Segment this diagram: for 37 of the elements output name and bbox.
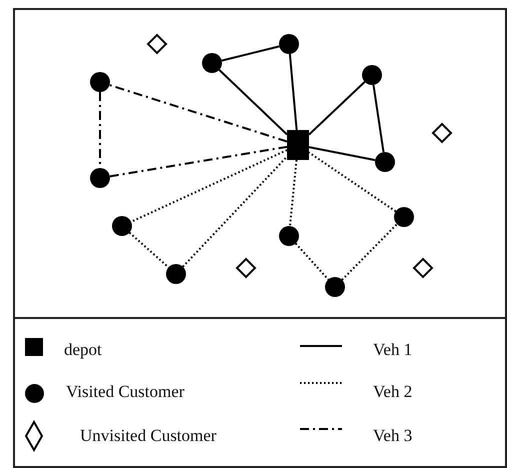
unvisited-customer-diamond [413, 258, 433, 278]
visited-customer-dot [90, 72, 110, 92]
unvisited-customer-diamond [432, 123, 452, 143]
legend-label: Visited Customer [66, 383, 184, 400]
route-line [294, 242, 330, 280]
visited-customer-dot [112, 216, 132, 236]
route-line [109, 84, 288, 142]
visited-customer-dot [279, 226, 299, 246]
visited-customer-dot [90, 168, 110, 188]
route-line [288, 54, 298, 130]
route-line [130, 149, 288, 223]
route-line [308, 81, 366, 136]
route-line [341, 223, 398, 281]
route-line [110, 146, 288, 178]
route-line [308, 146, 376, 162]
visited-customer-dot [279, 34, 299, 54]
route-line [288, 160, 298, 226]
route-line [182, 156, 288, 268]
legend-label: depot [64, 341, 102, 358]
route-line [308, 152, 396, 212]
legend-label: Unvisited Customer [80, 427, 216, 444]
legend-label: Veh 2 [373, 383, 412, 400]
route-line [218, 69, 288, 136]
visited-customer-dot [325, 277, 345, 297]
route-line [221, 45, 280, 62]
unvisited-customer-diamond [236, 258, 256, 278]
legend-label: Veh 3 [373, 427, 412, 444]
visited-customer-dot [362, 65, 382, 85]
visited-customer-dot [375, 152, 395, 172]
depot-square [287, 130, 309, 160]
visited-customer-dot [202, 53, 222, 73]
route-line [128, 232, 170, 268]
unvisited-customer-diamond [147, 34, 167, 54]
legend-label: Veh 1 [373, 341, 412, 358]
visited-customer-dot [166, 264, 186, 284]
visited-customer-dot [394, 207, 414, 227]
route-line [372, 84, 384, 152]
